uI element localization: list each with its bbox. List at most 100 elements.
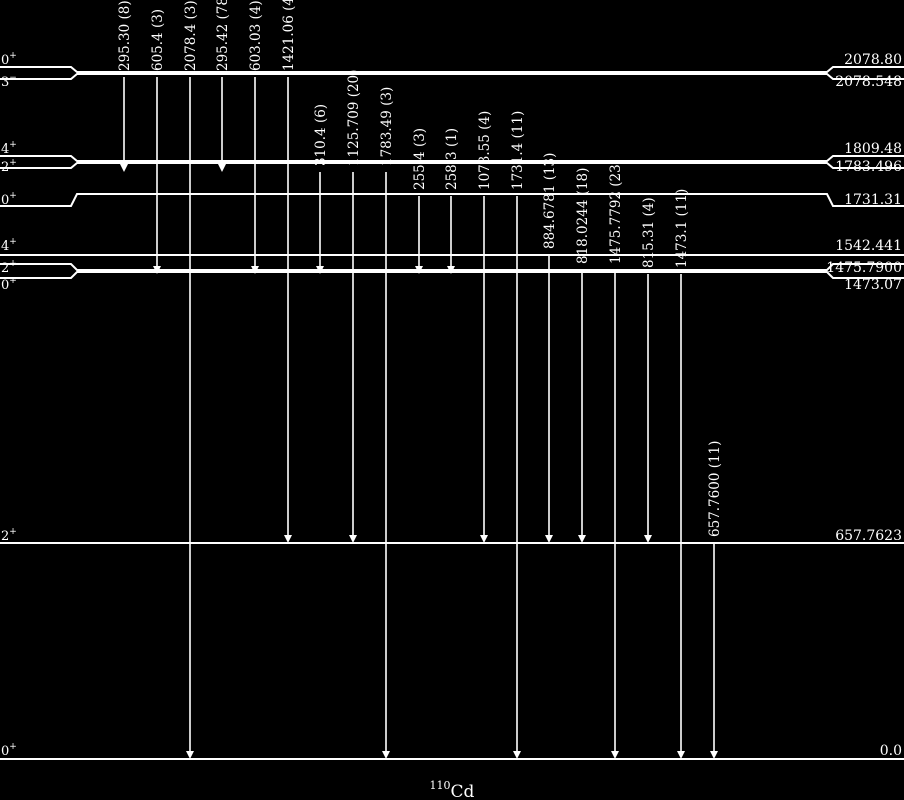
level-energy: 2078.80 xyxy=(844,52,902,68)
gamma-label: 818.0244 (18) xyxy=(575,168,591,264)
level-parity: − xyxy=(9,73,17,83)
level-parity: + xyxy=(9,158,17,168)
gamma-arrow-head xyxy=(513,751,521,759)
level-spin-parity: 0+ xyxy=(1,191,17,208)
gamma-transition: 1421.06 (4) xyxy=(281,0,297,543)
gamma-transition: 258.3 (1) xyxy=(444,128,460,274)
level-line-2078.80 xyxy=(0,66,904,73)
gamma-arrow-head xyxy=(415,266,423,274)
nucleus-symbol: Cd xyxy=(451,782,475,800)
level-energy: 0.0 xyxy=(880,743,902,759)
gamma-transition: 884.6781 (13) xyxy=(542,153,558,543)
gamma-label: 295.30 (8) xyxy=(117,0,133,71)
level-spin: 0 xyxy=(1,278,9,293)
gamma-transition: 295.42 (78) xyxy=(215,0,231,172)
gamma-arrow-head xyxy=(677,751,685,759)
gamma-label: 1421.06 (4) xyxy=(281,0,297,71)
gamma-arrow-head xyxy=(447,266,455,274)
level-energy: 1731.31 xyxy=(844,192,902,208)
nucleus-label: 110Cd xyxy=(430,779,475,800)
level-spin-parity: 0+ xyxy=(1,276,17,293)
gamma-label: 884.6781 (13) xyxy=(542,153,558,249)
gamma-label: 1073.55 (4) xyxy=(477,111,493,190)
level-energy: 1542.441 xyxy=(835,238,902,254)
level-spin: 0 xyxy=(1,193,9,208)
gamma-transition: 1731.4 (11) xyxy=(510,111,526,759)
gamma-transition: 603.03 (4) xyxy=(248,0,264,274)
level-spin: 0 xyxy=(1,744,9,759)
level-spin: 2 xyxy=(1,261,9,276)
gamma-transition: 1473.1 (11) xyxy=(674,189,690,759)
level-spin-parity: 3− xyxy=(1,73,17,90)
level-energy: 1475.7900 xyxy=(826,260,902,276)
levels-layer: 0+2078.803−2078.5484+1809.482+1783.4960+… xyxy=(0,51,904,760)
level-spin: 3 xyxy=(1,75,9,90)
gamma-label: 1783.49 (3) xyxy=(379,87,395,166)
level-parity: + xyxy=(9,259,17,269)
gamma-label: 255.4 (3) xyxy=(412,128,428,190)
gamma-label: 1475.7792 (23) xyxy=(608,159,624,264)
level-energy: 1473.07 xyxy=(844,277,902,293)
gamma-label: 657.7600 (11) xyxy=(707,441,723,537)
level-spin: 2 xyxy=(1,160,9,175)
level-energy: 2078.548 xyxy=(835,74,902,90)
gamma-transition: 310.4 (6) xyxy=(313,104,329,274)
level-spin: 4 xyxy=(1,142,9,157)
gamma-arrow-head xyxy=(284,535,292,543)
level-line-1809.48 xyxy=(0,155,904,162)
gamma-arrow-head xyxy=(545,535,553,543)
gamma-transitions-layer: 295.30 (8) 605.4 (3) 2078.4 (3) 295.42 (78)… xyxy=(117,0,723,759)
gamma-transition: 1475.7792 (23) xyxy=(608,159,624,759)
gamma-transition: 657.7600 (11) xyxy=(707,441,723,759)
gamma-arrow-head xyxy=(186,751,194,759)
level-parity: + xyxy=(9,191,17,201)
level-line-1783.496 xyxy=(0,162,904,169)
level-spin-parity: 4+ xyxy=(1,237,17,254)
level-spin-parity: 4+ xyxy=(1,140,17,157)
level-spin: 0 xyxy=(1,53,9,68)
gamma-arrow-head xyxy=(644,535,652,543)
level-spin-parity: 0+ xyxy=(1,51,17,68)
gamma-transition: 815.31 (4) xyxy=(641,197,657,543)
gamma-label: 295.42 (78) xyxy=(215,0,231,71)
gamma-label: 1473.1 (11) xyxy=(674,189,690,268)
gamma-label: 2078.4 (3) xyxy=(183,0,199,71)
level-parity: + xyxy=(9,527,17,537)
level-line-1731.31 xyxy=(0,193,904,207)
gamma-label: 1125.709 (20) xyxy=(346,70,362,166)
level-line-1473.07 xyxy=(0,271,904,279)
level-line-2078.548 xyxy=(0,73,904,80)
gamma-transition: 1125.709 (20) xyxy=(346,70,362,543)
gamma-arrow-head xyxy=(710,751,718,759)
gamma-transition: 1073.55 (4) xyxy=(477,111,493,543)
level-energy: 657.7623 xyxy=(835,528,902,544)
level-spin-parity: 2+ xyxy=(1,259,17,276)
level-spin-parity: 2+ xyxy=(1,527,17,544)
gamma-arrow-head xyxy=(316,266,324,274)
gamma-arrow-head xyxy=(382,751,390,759)
level-parity: + xyxy=(9,237,17,247)
gamma-transition: 2078.4 (3) xyxy=(183,0,199,759)
gamma-transition: 605.4 (3) xyxy=(150,9,166,274)
gamma-transition: 1783.49 (3) xyxy=(379,87,395,759)
gamma-arrow-head xyxy=(218,164,226,172)
gamma-label: 603.03 (4) xyxy=(248,0,264,71)
gamma-arrow-head xyxy=(251,266,259,274)
gamma-transition: 295.30 (8) xyxy=(117,0,133,172)
level-spin: 2 xyxy=(1,529,9,544)
gamma-label: 1731.4 (11) xyxy=(510,111,526,190)
gamma-label: 815.31 (4) xyxy=(641,197,657,268)
gamma-transition: 255.4 (3) xyxy=(412,128,428,274)
gamma-arrow-head xyxy=(349,535,357,543)
gamma-label: 258.3 (1) xyxy=(444,128,460,190)
nucleus-mass: 110 xyxy=(430,779,451,792)
level-spin-parity: 0+ xyxy=(1,742,17,759)
level-energy: 1783.496 xyxy=(835,159,902,175)
gamma-arrow-head xyxy=(578,535,586,543)
level-parity: + xyxy=(9,140,17,150)
level-parity: + xyxy=(9,742,17,752)
gamma-arrow-head xyxy=(480,535,488,543)
gamma-arrow-head xyxy=(153,266,161,274)
level-energy: 1809.48 xyxy=(844,141,902,157)
